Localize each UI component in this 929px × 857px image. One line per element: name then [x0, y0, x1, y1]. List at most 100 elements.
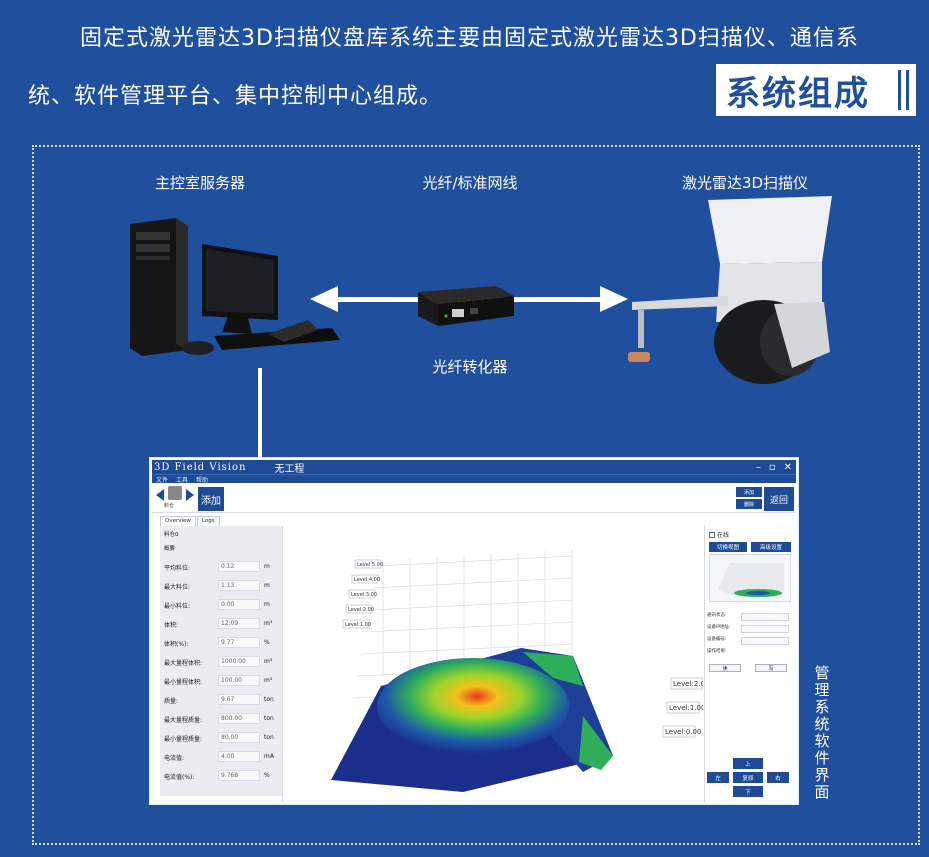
stat-unit: % — [264, 639, 270, 646]
stat-row: 最大料位: 1.13 m — [160, 579, 282, 593]
server-label: 主控室服务器 — [154, 174, 245, 192]
stat-value: 9.67 — [218, 694, 260, 705]
tab-logs[interactable]: Logs — [196, 516, 220, 526]
level-tag — [666, 701, 700, 714]
stat-unit: m³ — [264, 658, 273, 665]
field-device-id: 设备编号: — [707, 636, 793, 646]
stat-unit: ton — [264, 734, 274, 741]
level-label: Level:4.00 — [354, 577, 380, 583]
right-button[interactable]: 右 — [767, 772, 789, 783]
stat-label: 平均料位: — [164, 565, 191, 572]
stat-row: 最小量程质量: 80.00 ton — [160, 731, 282, 745]
stat-label: 最小料位: — [164, 603, 191, 610]
control-panel: 在线 切换视图 高级设置 通讯状态: 设备IP地址: 设备编号: 操作结果: 读… — [704, 526, 794, 802]
intro-line-2: 统、软件管理平台、集中控制中心组成。 — [28, 84, 443, 109]
minimize-icon[interactable]: – — [755, 461, 761, 473]
material-heap — [377, 658, 569, 754]
project-name: 无工程 — [274, 463, 305, 475]
add-button[interactable]: 添加 — [198, 487, 224, 511]
stat-value: 4.00 — [218, 751, 260, 762]
stat-value: 0.12 — [218, 561, 260, 572]
intro-paragraph: 固定式激光雷达3D扫描仪盘库系统主要由固定式激光雷达3D扫描仪、通信系 统、软件… — [28, 10, 928, 126]
intro-line-1: 固定式激光雷达3D扫描仪盘库系统主要由固定式激光雷达3D扫描仪、通信系 — [80, 26, 859, 51]
stat-unit: m³ — [264, 620, 273, 627]
stat-label: 质量: — [164, 698, 179, 705]
window-titlebar: 3D Field Vision 无工程 – ▫ ✕ — [152, 460, 796, 475]
close-icon[interactable]: ✕ — [783, 461, 792, 473]
level-tag — [351, 574, 379, 584]
level-label: Level:5.00 — [357, 562, 383, 568]
stat-row: 最小料位: 0.00 m — [160, 598, 282, 612]
silo-thumbnail — [709, 554, 791, 602]
reset-button[interactable]: 复原 — [733, 772, 763, 783]
level-label: Level:1.00 — [345, 622, 371, 628]
level-label: Level:1.00 — [669, 704, 703, 712]
stat-unit: ton — [264, 715, 274, 722]
write-button[interactable]: 写 — [755, 664, 787, 672]
level-label: Level:2.00 — [673, 680, 703, 688]
down-button[interactable]: 下 — [733, 786, 763, 797]
fiber-converter-icon — [418, 286, 514, 326]
stat-value: 12.09 — [218, 618, 260, 629]
badge-bar — [898, 70, 901, 110]
add-small-button[interactable]: 添加 — [736, 487, 762, 497]
level-label: Level:2.00 — [348, 607, 374, 613]
level-tag — [662, 725, 696, 738]
switch-view-button[interactable]: 切换视图 — [709, 542, 747, 552]
delete-small-button[interactable]: 删除 — [736, 499, 762, 509]
stat-value: 80.00 — [218, 732, 260, 743]
arrow-left-icon — [310, 286, 338, 312]
silo-preview-icon — [718, 563, 784, 597]
stat-label: 电流值: — [164, 755, 185, 762]
diagram-frame — [32, 145, 920, 845]
menu-item-file[interactable]: 文件 — [156, 476, 169, 484]
field-device-ip: 设备IP地址: — [707, 624, 793, 634]
app-title: 3D Field Vision — [154, 461, 247, 473]
advanced-settings-button[interactable]: 高级设置 — [751, 542, 791, 552]
stat-label: 最小量程质量: — [164, 736, 203, 743]
online-label: 在线 — [717, 532, 730, 539]
stat-label: 最大量程体积: — [164, 660, 203, 667]
stat-unit: m — [264, 601, 270, 608]
section-title: 系统组成 — [726, 73, 870, 114]
online-checkbox[interactable]: 在线 — [709, 530, 729, 539]
nav-next-icon[interactable] — [186, 489, 194, 501]
software-window: 3D Field Vision 无工程 – ▫ ✕ 文件 工具 帮助 料仓 添加… — [150, 458, 798, 804]
stat-row: 电流值(%):9.768% — [160, 769, 282, 783]
menu-item-help[interactable]: 帮助 — [196, 476, 209, 484]
stat-value: 100.00 — [218, 675, 260, 686]
stat-unit: m — [264, 582, 270, 589]
up-button[interactable]: 上 — [733, 758, 763, 769]
stat-label: 体积(%): — [164, 641, 189, 648]
read-button[interactable]: 读 — [709, 664, 741, 672]
stat-value: 0.00 — [218, 599, 260, 610]
maximize-icon[interactable]: ▫ — [768, 461, 776, 473]
stat-value: 1.13 — [218, 580, 260, 591]
left-button[interactable]: 左 — [707, 772, 729, 783]
panel-subtitle: 概要 — [164, 546, 176, 552]
stat-value: 9.768 — [218, 770, 260, 781]
stat-label: 最大量程质量: — [164, 717, 203, 724]
surface-chart: Level:5.00Level:4.00Level:3.00Level:2.00… — [331, 549, 709, 792]
nav-prev-icon[interactable] — [156, 489, 164, 501]
silo-icon[interactable] — [168, 486, 182, 500]
stat-label: 电流值(%): — [164, 774, 195, 781]
network-label: 光纤/标准网线 — [422, 174, 518, 192]
server-computer-icon — [130, 218, 340, 356]
surface-ridge-right — [579, 716, 613, 770]
tab-strip: Overview Logs — [160, 516, 221, 526]
back-button[interactable]: 返回 — [764, 487, 794, 511]
checkbox-icon[interactable] — [709, 531, 715, 538]
stat-label: 最大料位: — [164, 584, 191, 591]
toolbar: 料仓 添加 添加 删除 返回 — [152, 483, 796, 513]
menu-item-tools[interactable]: 工具 — [176, 476, 189, 484]
tab-overview[interactable]: Overview — [160, 516, 196, 526]
level-tag — [342, 619, 370, 629]
